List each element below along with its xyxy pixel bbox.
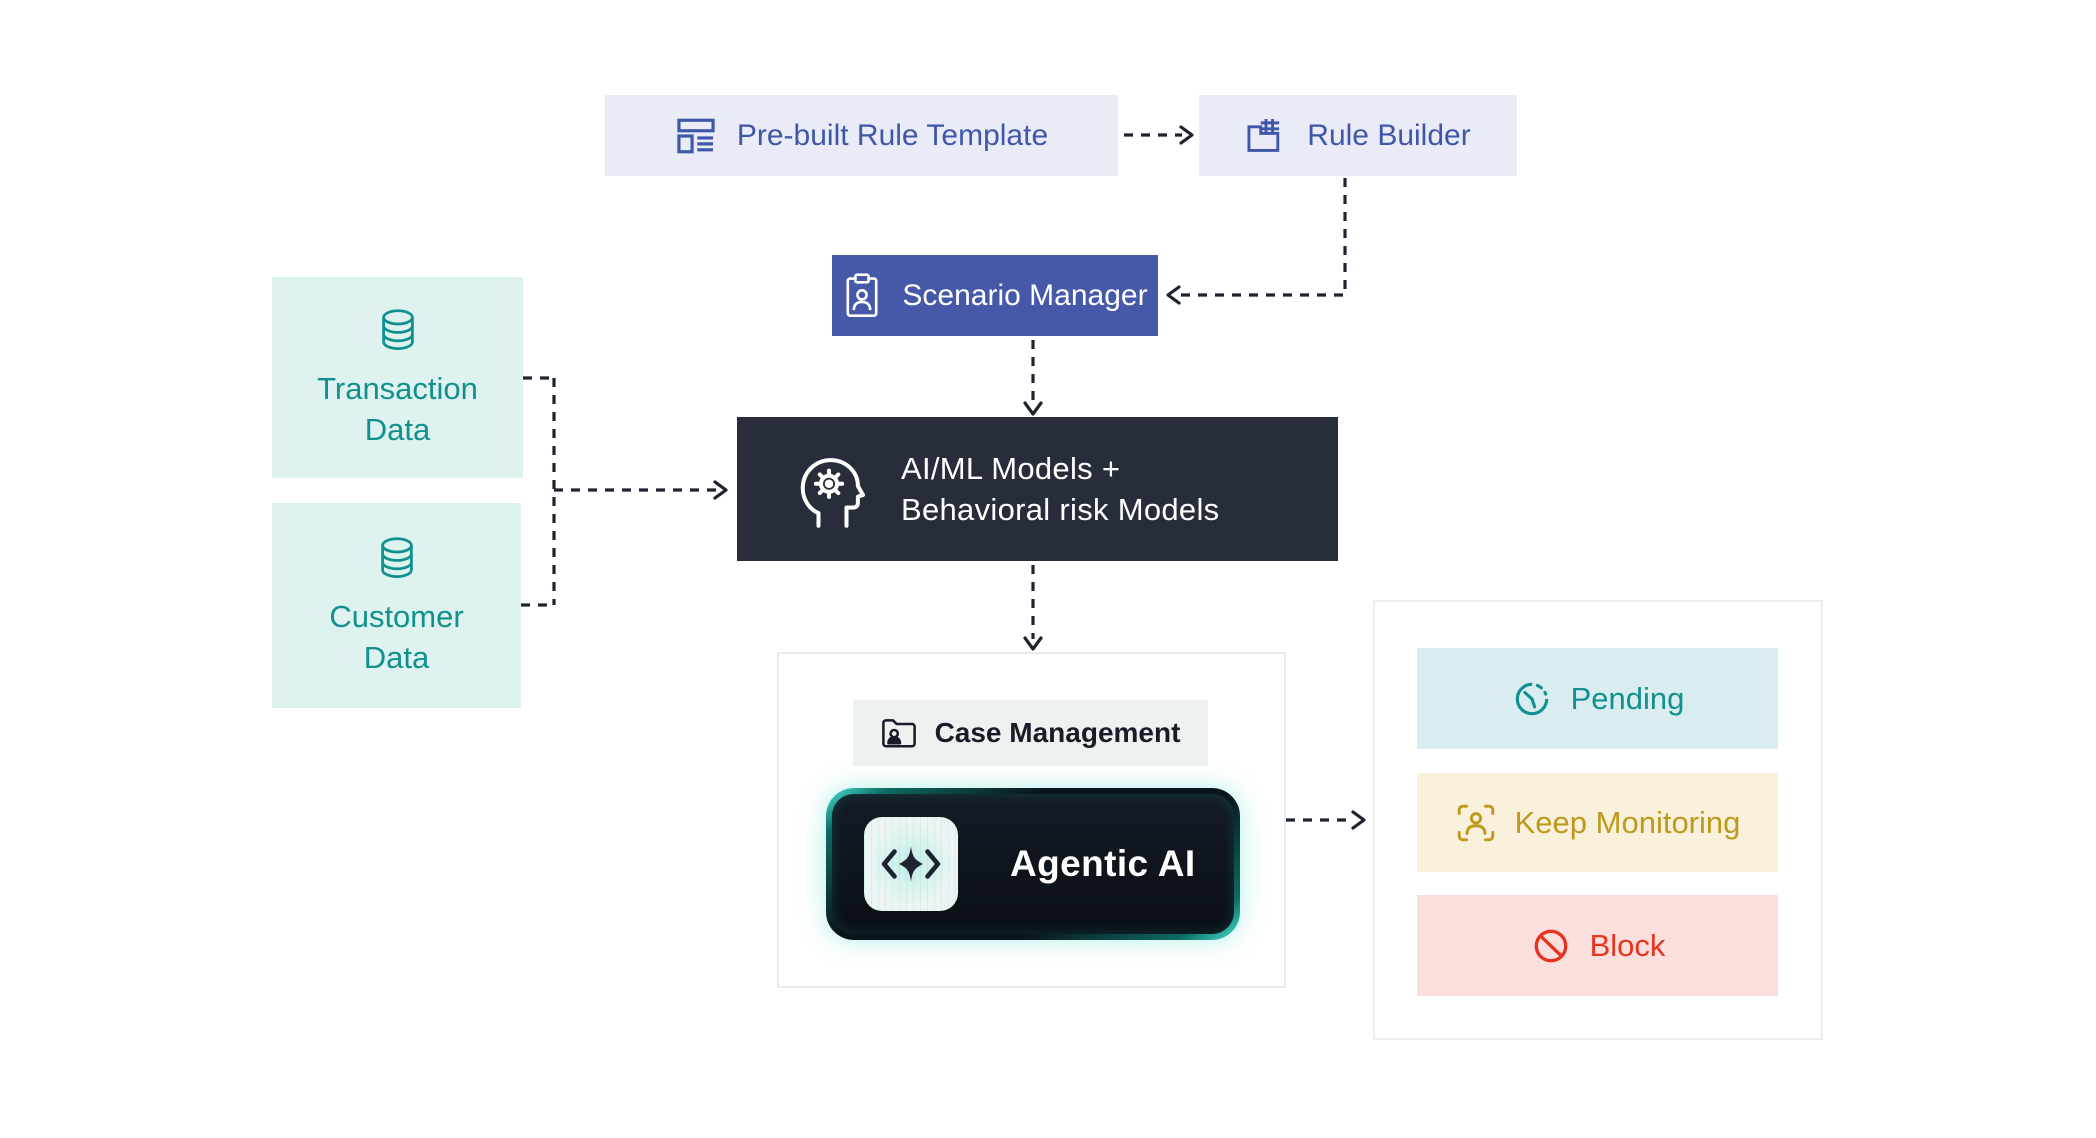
arrowhead-down: [1023, 401, 1043, 416]
node-label: Agentic AI: [1010, 843, 1196, 884]
node-customer-data: Customer Data: [272, 503, 521, 708]
node-agentic-ai: Agentic AI: [826, 788, 1240, 940]
case-management-container: Case Management Agentic AI: [777, 652, 1286, 988]
block-icon: [1530, 925, 1572, 967]
rule-builder-icon: [1245, 115, 1287, 157]
template-icon: [675, 115, 717, 157]
node-scenario-manager: Scenario Manager: [832, 255, 1158, 336]
head-gear-icon: [787, 447, 871, 531]
node-label: AI/ML Models + Behavioral risk Models: [901, 448, 1219, 530]
node-label-line2: Data: [363, 639, 430, 675]
node-label-line1: AI/ML Models +: [901, 451, 1121, 486]
node-prebuilt-rule-template: Pre-built Rule Template: [605, 95, 1118, 176]
connector-data-to-models: [521, 376, 716, 607]
node-label: Case Management: [934, 717, 1181, 748]
node-transaction-data: Transaction Data: [272, 277, 523, 478]
clipboard-person-icon: [842, 272, 882, 320]
ai-sparkle-icon: [864, 817, 958, 911]
node-label: Pending: [1570, 680, 1685, 716]
outcomes-panel: Pending Keep Monitoring: [1373, 600, 1823, 1040]
face-scan-icon: [1455, 802, 1497, 844]
node-label: Rule Builder: [1307, 118, 1471, 152]
arrowhead-right: [713, 480, 728, 500]
node-block: Block: [1417, 895, 1778, 996]
node-rule-builder: Rule Builder: [1199, 95, 1517, 176]
node-label: Scenario Manager: [902, 278, 1148, 312]
node-label-line2: Data: [364, 411, 431, 447]
node-label: Pre-built Rule Template: [736, 118, 1049, 152]
arrowhead-down: [1023, 636, 1043, 651]
node-label: Keep Monitoring: [1514, 804, 1741, 840]
agentic-ai-inner: Agentic AI: [832, 794, 1234, 934]
node-label-line1: Transaction: [317, 370, 478, 406]
database-icon: [373, 535, 421, 581]
node-pending: Pending: [1417, 648, 1778, 749]
node-label-line2: Behavioral risk Models: [901, 492, 1220, 527]
arrowhead-right: [1179, 125, 1194, 145]
node-label: Block: [1589, 927, 1666, 963]
clock-icon: [1511, 678, 1553, 720]
folder-person-icon: [881, 717, 917, 749]
arrowhead-right: [1351, 810, 1366, 830]
node-keep-monitoring: Keep Monitoring: [1417, 773, 1778, 872]
connector-builder-to-scenario: [1176, 178, 1347, 297]
node-ai-ml-models: AI/ML Models + Behavioral risk Models: [737, 417, 1338, 561]
database-icon: [374, 307, 422, 353]
node-case-management: Case Management: [853, 700, 1208, 766]
arrowhead-left: [1166, 285, 1181, 305]
node-label-line1: Customer: [329, 598, 464, 634]
